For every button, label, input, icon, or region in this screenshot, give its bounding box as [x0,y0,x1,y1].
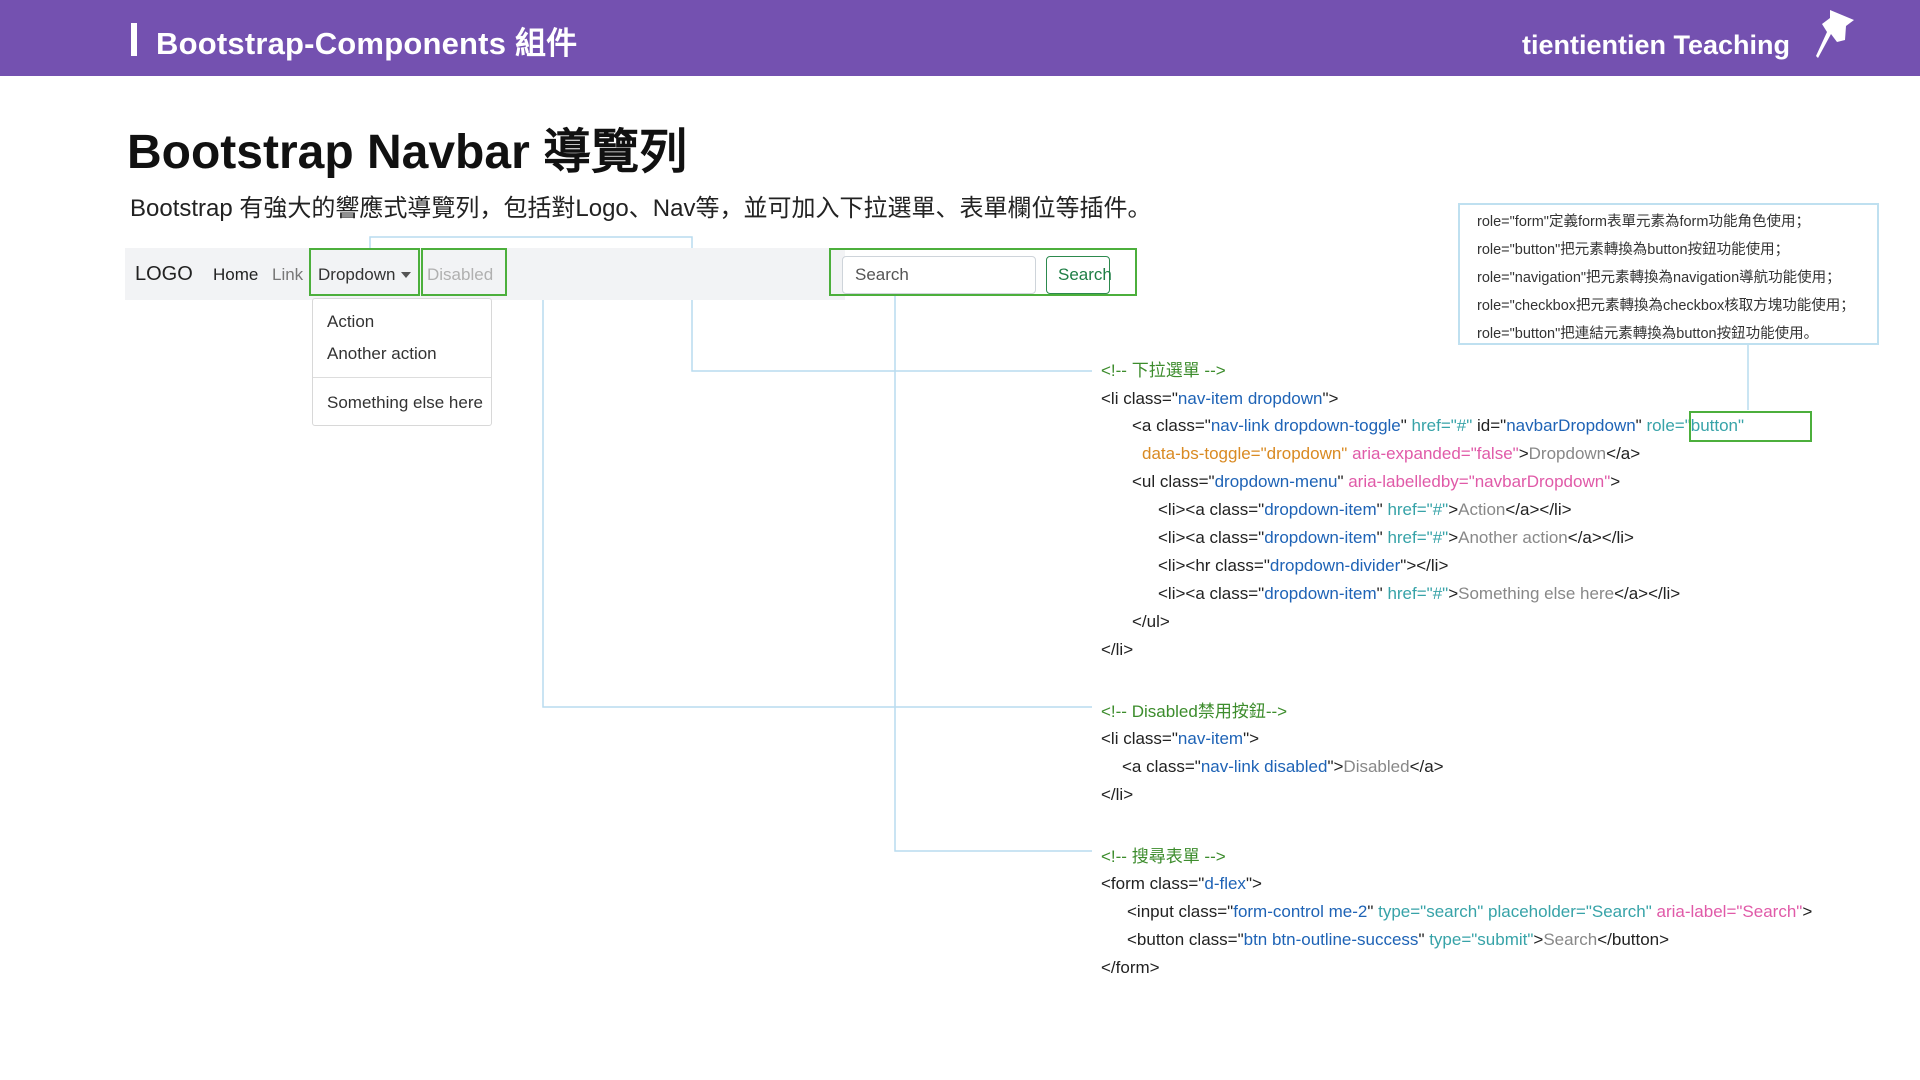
dropdown-highlight [309,248,420,296]
header-title: Bootstrap-Components 組件 [156,26,578,61]
brand-name: tientientien Teaching [1521,30,1790,60]
navbar-logo[interactable]: LOGO [135,263,193,285]
header-bar: Bootstrap-Components 組件 tientientien Tea… [0,0,1920,76]
code-line: <a class="nav-link dropdown-toggle" href… [1132,416,1745,435]
code-line: </li> [1101,785,1134,804]
search-button[interactable] [1046,256,1110,294]
code-line: <input class="form-control me-2" type="s… [1127,902,1813,921]
search-button-label: Search [1058,265,1112,284]
role-button-highlight [1689,411,1812,442]
role-note: role="button"把元素轉換為button按鈕功能使用； [1477,242,1790,258]
code-comment-dropdown: <!-- 下拉選單 --> [1101,361,1226,380]
search-placeholder: Search [855,265,909,284]
code-line: </ul> [1132,612,1170,631]
code-line: <a class="nav-link disabled">Disabled</a… [1122,757,1444,776]
nav-link-home[interactable]: Home [213,265,259,284]
nav-link-disabled: Disabled [427,265,494,284]
role-note: role="navigation"把元素轉換為navigation導航功能使用； [1477,270,1841,286]
dropdown-menu [312,298,492,426]
navbar-preview [125,248,845,300]
code-comment-disabled: <!-- Disabled禁用按鈕--> [1101,702,1288,721]
role-note: role="checkbox把元素轉換為checkbox核取方塊功能使用； [1477,298,1855,314]
page-heading: Bootstrap Navbar 導覽列 [127,126,688,179]
code-line: <li class="nav-item"> [1101,729,1260,748]
code-line: <li><hr class="dropdown-divider"></li> [1158,556,1449,575]
code-comment-search: <!-- 搜尋表單 --> [1101,847,1226,866]
dropdown-item-something[interactable]: Something else here [327,393,483,412]
code-line: data-bs-toggle="dropdown" aria-expanded=… [1142,444,1641,463]
caret-down-icon [401,272,411,278]
role-notes-box [1458,203,1879,345]
dropdown-item-another[interactable]: Another action [327,344,437,363]
code-line: <ul class="dropdown-menu" aria-labelledb… [1132,472,1621,491]
code-line: </li> [1101,640,1134,659]
role-note: role="form"定義form表單元素為form功能角色使用； [1477,214,1810,230]
search-form-highlight [829,248,1137,296]
code-line: <li><a class="dropdown-item" href="#">So… [1158,584,1681,603]
code-line: <button class="btn btn-outline-success" … [1127,930,1670,949]
code-line: <li><a class="dropdown-item" href="#">Ac… [1158,500,1572,519]
dropdown-divider [313,377,491,378]
lead-paragraph: Bootstrap 有強大的響應式導覽列，包括對Logo、Nav等，並可加入下拉… [130,195,1152,222]
nav-dropdown-toggle[interactable]: Dropdown [318,265,396,284]
disabled-highlight [421,248,507,296]
dropdown-item-action[interactable]: Action [327,312,375,331]
pushpin-icon [1816,10,1854,58]
code-line: <li class="nav-item dropdown"> [1101,389,1339,408]
search-input[interactable] [842,256,1036,294]
role-note: role="button"把連結元素轉換為button按鈕功能使用。 [1477,326,1819,342]
code-line: <li><a class="dropdown-item" href="#">An… [1158,528,1634,547]
nav-link-link[interactable]: Link [272,265,304,284]
code-line: </form> [1101,958,1160,977]
code-line: <form class="d-flex"> [1101,874,1262,893]
title-accent-bar [131,23,137,56]
